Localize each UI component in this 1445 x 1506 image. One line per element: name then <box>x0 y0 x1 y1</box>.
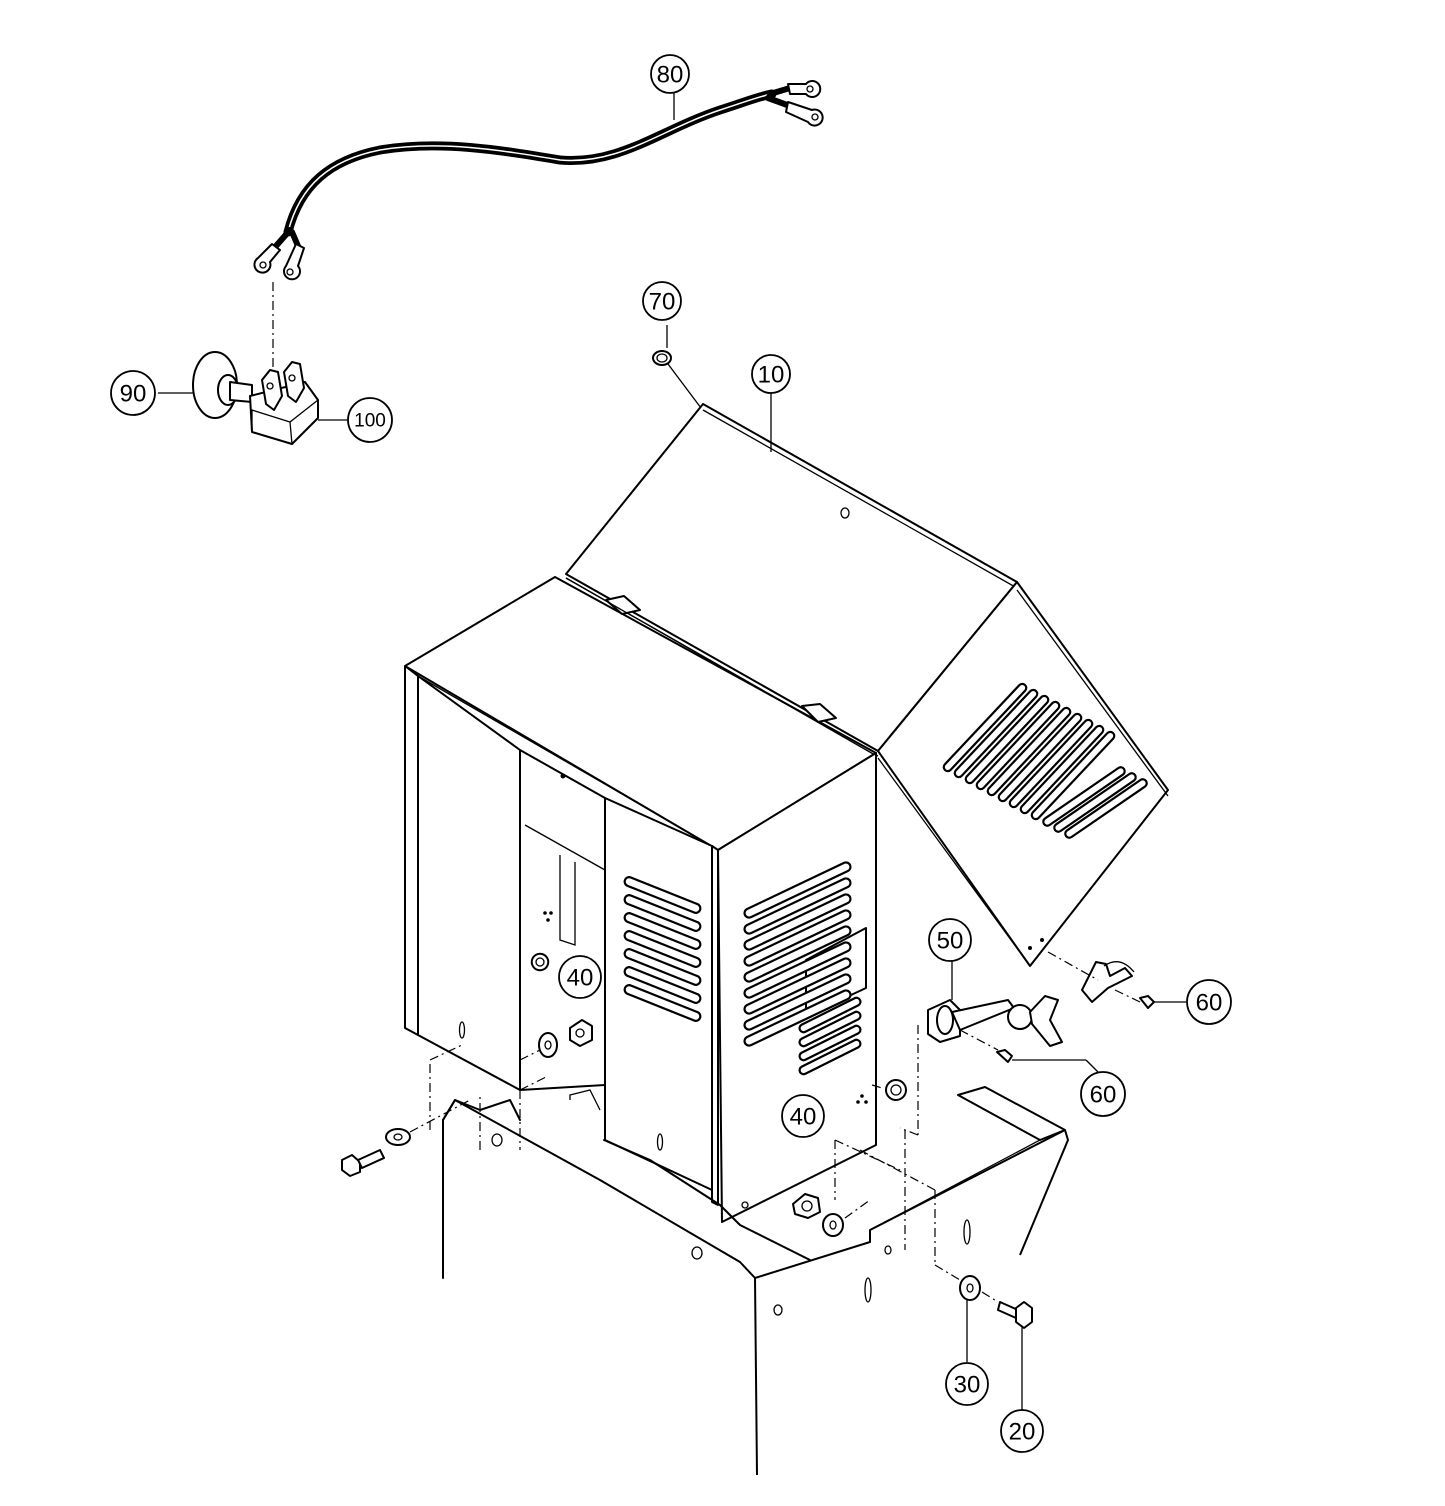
callout-70: 70 <box>642 281 682 321</box>
vent-slot <box>953 688 1039 779</box>
vent-slot <box>623 966 702 1004</box>
base-frame <box>442 1086 1069 1476</box>
vent-slot <box>743 989 852 1047</box>
draw-latch <box>927 960 1099 1073</box>
vent-slot <box>623 984 702 1022</box>
vent-slot <box>743 957 852 1015</box>
lid-vent-slots <box>942 682 1148 839</box>
vent-slot <box>743 893 852 951</box>
vent-slot <box>743 925 852 983</box>
vent-slot <box>942 682 1028 773</box>
vent-slot <box>623 876 702 914</box>
callout-30: 30 <box>945 1362 989 1406</box>
callout-80: 80 <box>650 54 690 94</box>
callout-50: 50 <box>928 918 972 962</box>
vent-slot <box>743 973 852 1031</box>
vent-slot <box>623 894 702 932</box>
callout-label: 50 <box>937 928 964 955</box>
callout-label: 40 <box>567 965 594 992</box>
callout-label: 100 <box>354 411 386 432</box>
vent-slot <box>798 1024 862 1062</box>
callout-60-lower: 60 <box>1080 1071 1126 1117</box>
vent-slot <box>798 1010 862 1048</box>
callout-40-upper: 40 <box>558 955 602 999</box>
vent-slot <box>986 706 1072 797</box>
vent-slot <box>1030 730 1116 821</box>
vent-slot <box>798 1038 862 1076</box>
vent-slot <box>743 909 852 967</box>
callout-20: 20 <box>1000 1409 1044 1453</box>
callout-label: 60 <box>1090 1082 1117 1109</box>
vent-slot <box>1008 718 1094 809</box>
callout-40-lower: 40 <box>781 1094 825 1138</box>
vent-slot <box>623 930 702 968</box>
callout-60-upper: 60 <box>1186 979 1232 1025</box>
callout-label: 30 <box>954 1372 981 1399</box>
callout-90: 90 <box>110 370 156 416</box>
body-vent-slots <box>623 861 862 1076</box>
vent-slot <box>798 996 862 1034</box>
grommet-seal <box>652 325 711 421</box>
callout-100: 100 <box>347 397 393 443</box>
vent-slot <box>743 861 852 919</box>
callout-label: 60 <box>1196 990 1223 1017</box>
latch-strike-bracket <box>1047 951 1186 1009</box>
vent-slot <box>975 700 1061 791</box>
disconnect-switch <box>158 351 348 445</box>
callout-label: 80 <box>657 62 684 89</box>
vent-slot <box>743 877 852 935</box>
vent-slot <box>1019 724 1105 815</box>
vent-slot <box>964 694 1050 785</box>
battery-cable-assembly <box>253 80 824 370</box>
callout-label: 70 <box>649 289 676 316</box>
callout-10: 10 <box>751 354 791 394</box>
callout-label: 90 <box>120 381 147 408</box>
callout-label: 10 <box>758 362 785 389</box>
callout-label: 20 <box>1009 1419 1036 1446</box>
vent-slot <box>1053 772 1137 833</box>
vent-slot <box>623 948 702 986</box>
mounting-hardware <box>341 1019 1033 1410</box>
vent-slot <box>1064 778 1148 839</box>
vent-slot <box>1042 766 1126 827</box>
callout-label: 40 <box>790 1104 817 1131</box>
vent-slot <box>623 912 702 950</box>
vent-slot <box>743 941 852 999</box>
vent-slot <box>997 712 1083 803</box>
